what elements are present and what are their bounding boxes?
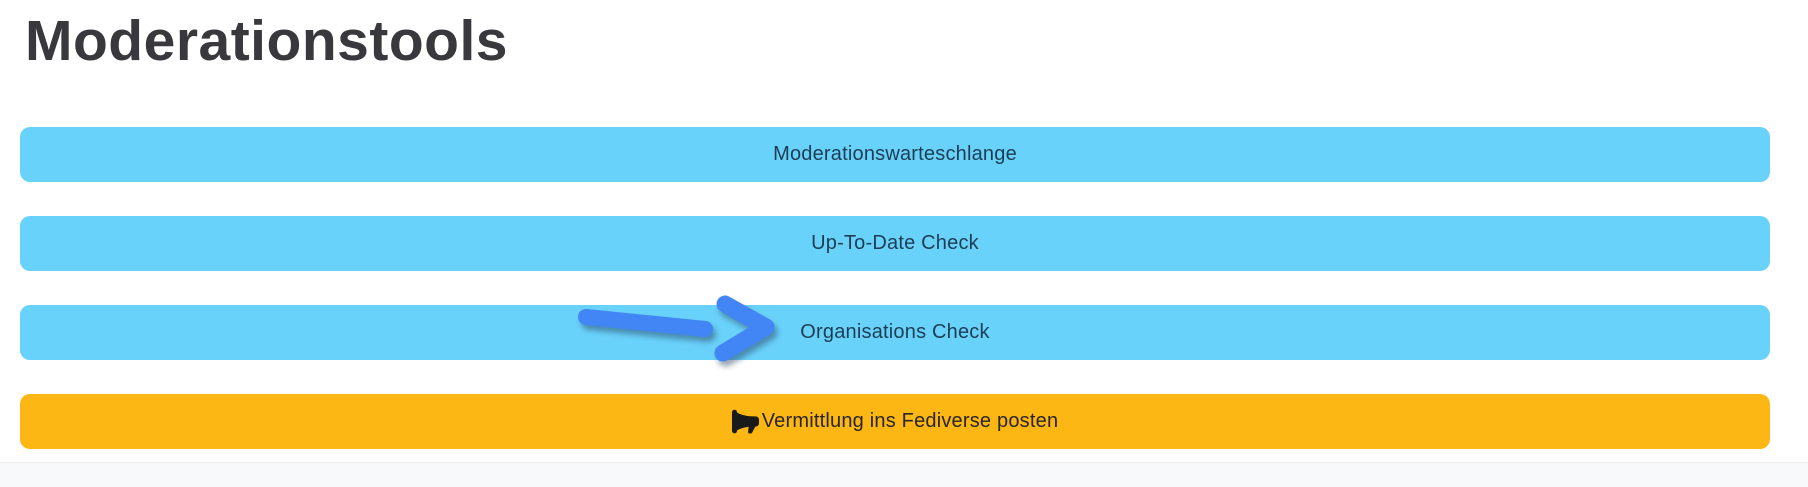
up-to-date-check-button[interactable]: Up-To-Date Check [20,216,1770,271]
megaphone-icon [731,408,759,435]
post-to-fediverse-label: Vermittlung ins Fediverse posten [761,410,1059,432]
organisations-check-button[interactable]: Organisations Check [20,305,1770,360]
up-to-date-check-label: Up-To-Date Check [811,232,979,254]
tool-button-list: Moderationswarteschlange Up-To-Date Chec… [20,127,1770,449]
page-title: Moderationstools [25,9,509,73]
organisations-check-label: Organisations Check [800,321,990,343]
post-to-fediverse-button[interactable]: Vermittlung ins Fediverse posten [20,394,1770,449]
footer-strip [0,462,1808,487]
moderation-queue-button[interactable]: Moderationswarteschlange [20,127,1770,182]
moderation-queue-label: Moderationswarteschlange [773,143,1017,165]
